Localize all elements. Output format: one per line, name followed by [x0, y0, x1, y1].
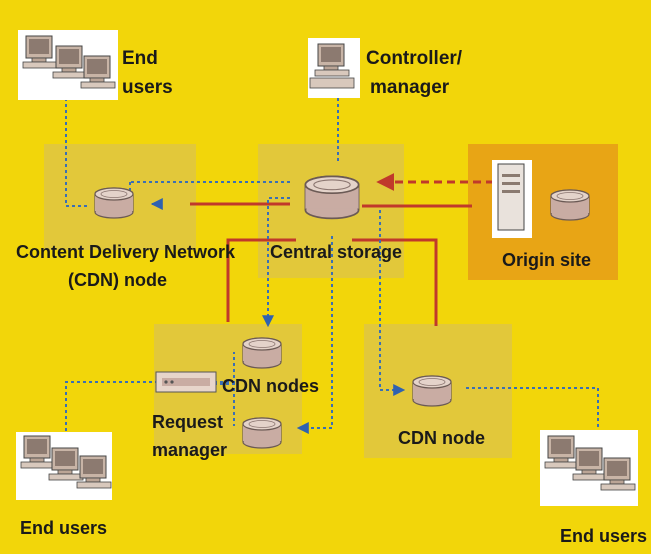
link-request-manager-to-users	[65, 381, 176, 432]
bottom-left-end-users-icon	[16, 432, 112, 500]
central-storage-label: Central storage	[270, 242, 402, 262]
cdn-node-right-disk-icon	[412, 375, 452, 407]
cdn-node-left-label-line1: Content Delivery Network	[16, 242, 236, 262]
dashed-link-group	[65, 98, 599, 434]
link-central-to-lower-cdn-node	[296, 236, 333, 434]
bottom-left-end-users-label: End users	[20, 518, 107, 538]
bottom-right-end-users-label: End users	[560, 526, 647, 546]
origin-site-label: Origin site	[502, 250, 591, 270]
top-end-users-icon	[18, 30, 118, 100]
cdn-nodes-upper-disk-icon	[242, 337, 282, 369]
controller-label-line2: manager	[370, 77, 450, 98]
link-central-to-cdn-nodes	[226, 238, 296, 322]
link-right-node-to-users	[466, 387, 599, 428]
cdn-node-left-cache-icon	[94, 187, 134, 219]
cdn-node-left-label-line2: (CDN) node	[68, 270, 167, 290]
link-central-to-cdn-nodes-dashed	[262, 197, 290, 328]
origin-site-disk-icon	[550, 189, 590, 221]
request-manager-router-icon	[155, 371, 217, 393]
link-central-to-right-cdn-node	[379, 210, 406, 396]
link-top-users-to-cdn-node	[65, 98, 90, 207]
link-router-to-lower-node	[214, 383, 235, 426]
controller-desktop-icon	[308, 38, 360, 98]
cdn-nodes-label: CDN nodes	[222, 376, 319, 396]
cdn-nodes-lower-disk-icon	[242, 417, 282, 449]
request-manager-label-line2: manager	[152, 440, 227, 460]
top-end-users-label-line1: End	[122, 48, 158, 69]
top-end-users-label-line2: users	[122, 77, 173, 98]
bottom-right-end-users-icon	[540, 430, 638, 506]
request-manager-label-line1: Request	[152, 412, 223, 432]
origin-server-tower-icon	[492, 160, 532, 238]
cdn-node-right-label: CDN node	[398, 428, 485, 448]
controller-label-line1: Controller/	[366, 48, 463, 69]
central-storage-disk-icon	[304, 175, 360, 220]
link-router-to-upper-node	[214, 352, 235, 383]
